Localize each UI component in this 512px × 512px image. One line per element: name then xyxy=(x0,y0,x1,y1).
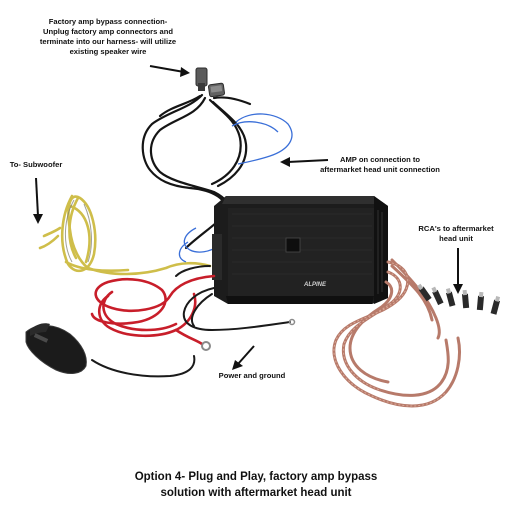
annotation-arrows xyxy=(33,65,463,370)
amp-on-label: AMP on connection to aftermarket head un… xyxy=(320,155,440,174)
subwoofer-wire xyxy=(38,194,212,276)
ground-ring-terminal xyxy=(288,318,296,326)
power-ground-label: Power and ground xyxy=(218,371,286,380)
bypass-connectors xyxy=(195,67,225,98)
rca-label: RCA's to aftermarket head unit xyxy=(418,224,494,243)
rca-plugs xyxy=(417,283,501,315)
inline-device xyxy=(25,323,87,374)
subwoofer-label: To- Subwoofer xyxy=(9,160,63,169)
power-ring-terminal xyxy=(201,341,211,351)
caption: Option 4- Plug and Play, factory amp byp… xyxy=(106,469,406,501)
caption-line-2: solution with aftermarket head unit xyxy=(160,487,352,499)
blue-wire xyxy=(178,113,293,263)
subwoofer-wire-overlay xyxy=(64,199,92,263)
rca-bundle-weave xyxy=(333,261,447,407)
amp-brand-logo: ALPINE xyxy=(303,282,326,288)
amplifier xyxy=(212,196,388,304)
ground-wire xyxy=(91,265,291,378)
bypass-connection-label: Factory amp bypass connection- Unplug fa… xyxy=(39,17,177,56)
caption-line-1: Option 4- Plug and Play, factory amp byp… xyxy=(134,471,378,483)
